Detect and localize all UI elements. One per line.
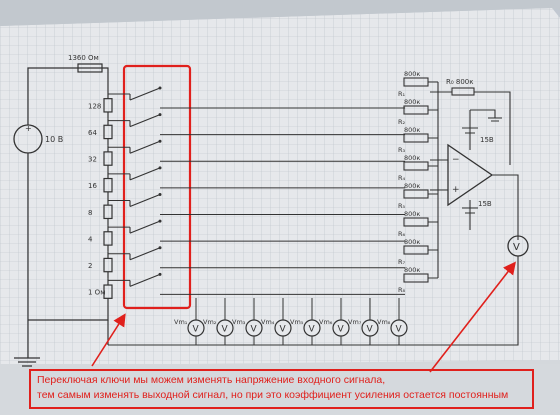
- opamp-symbol: [447, 143, 494, 207]
- switch-blade: [129, 273, 161, 287]
- input-resistor-value: 800к: [404, 126, 420, 134]
- switch-contact: [158, 272, 162, 276]
- switch-contact: [158, 166, 162, 170]
- switch-blade: [129, 193, 161, 208]
- input-resistor-value: 800к: [404, 238, 420, 246]
- voltmeter-glyph: V: [309, 325, 316, 335]
- annotation-line-1: Переключая ключи мы можем изменять напря…: [37, 374, 386, 386]
- voltmeter-label: Vm₁: [174, 318, 188, 326]
- switch-array: [108, 86, 405, 295]
- voltmeter-glyph: V: [193, 325, 200, 335]
- voltmeter-glyph: V: [251, 325, 258, 335]
- input-resistor-label: R₁: [398, 90, 406, 98]
- input-resistor-label: R₃: [398, 146, 406, 154]
- source-label: 10 В: [45, 135, 63, 144]
- input-resistor-value: 800к: [404, 98, 420, 106]
- divider-resistor-label: 16: [88, 182, 97, 190]
- divider-resistor-label: 128: [88, 102, 101, 110]
- switch-blade: [129, 167, 161, 181]
- divider-resistor-label: 8: [88, 209, 92, 217]
- divider-resistor-label: 4: [88, 235, 93, 243]
- voltmeter-glyph: V: [280, 325, 287, 335]
- feedback-resistor-label: R₀ 800к: [446, 78, 473, 86]
- voltmeter-glyph: V: [367, 325, 374, 335]
- switch-contact: [158, 86, 162, 90]
- input-resistor-label: R₅: [398, 202, 406, 210]
- annotation-line-2: тем самым изменять выходной сигнал, но п…: [37, 389, 509, 401]
- resistor-ladder: 128 64 32 16 8 4 2 1 Ом: [88, 92, 113, 305]
- switch-blade: [129, 114, 161, 128]
- svg-text:V: V: [513, 242, 520, 253]
- switch-blade: [129, 247, 161, 261]
- input-resistor-value: 800к: [404, 210, 420, 218]
- input-resistor-value: 800к: [404, 154, 420, 162]
- voltage-source-symbol: [13, 124, 43, 154]
- voltmeter-label: Vm₄: [261, 318, 275, 326]
- switch-contact: [158, 219, 162, 223]
- annotation-arrow-right: [429, 261, 516, 373]
- positive-supply-label: 15В: [480, 136, 494, 144]
- input-resistor-value: 800к: [404, 70, 420, 78]
- voltmeter-glyph: V: [338, 325, 345, 335]
- switch-blade: [129, 220, 161, 234]
- voltmeter-label: Vm₈: [377, 318, 391, 326]
- divider-resistor-label: 2: [88, 262, 92, 270]
- input-resistor-label: R₄: [398, 174, 406, 182]
- series-resistor-label: 1360 Ом: [68, 54, 99, 62]
- switch-blade: [129, 140, 161, 154]
- input-resistor-label: R₆: [398, 230, 406, 238]
- voltmeter-label: Vm₆: [319, 318, 333, 326]
- input-resistor-value: 800к: [404, 182, 420, 190]
- voltmeter-glyph: V: [222, 325, 229, 335]
- divider-resistor-label: 32: [88, 156, 97, 164]
- divider-resistor-label: 64: [88, 129, 97, 137]
- voltmeter-label: Vm₅: [290, 318, 304, 326]
- svg-text:+: +: [452, 185, 460, 195]
- switch-contact: [158, 139, 162, 143]
- wiring: [14, 67, 109, 367]
- annotation-arrow-left: [91, 313, 126, 367]
- switch-blade: [129, 87, 161, 101]
- voltmeter-label: Vm₃: [232, 318, 246, 326]
- svg-text:−: −: [452, 155, 460, 165]
- voltmeter-label: Vm₇: [348, 318, 362, 326]
- series-resistor: [77, 63, 103, 73]
- voltmeter-label: Vm₂: [203, 318, 217, 326]
- input-resistor-label: R₈: [398, 286, 406, 294]
- svg-text:+: +: [25, 124, 32, 133]
- switch-group-highlight: [122, 64, 192, 310]
- annotation-box: Переключая ключи мы можем изменять напря…: [29, 369, 534, 409]
- input-resistor-value: 800к: [404, 266, 420, 274]
- switch-contact: [158, 246, 162, 250]
- divider-resistor-label: 1 Ом: [88, 289, 105, 297]
- switch-contact: [158, 193, 162, 196]
- input-resistor-label: R₇: [398, 258, 406, 266]
- switch-contact: [158, 113, 162, 117]
- voltmeter-glyph: V: [396, 325, 403, 335]
- input-resistor-label: R₂: [398, 118, 406, 126]
- negative-supply-label: 15В: [478, 200, 492, 208]
